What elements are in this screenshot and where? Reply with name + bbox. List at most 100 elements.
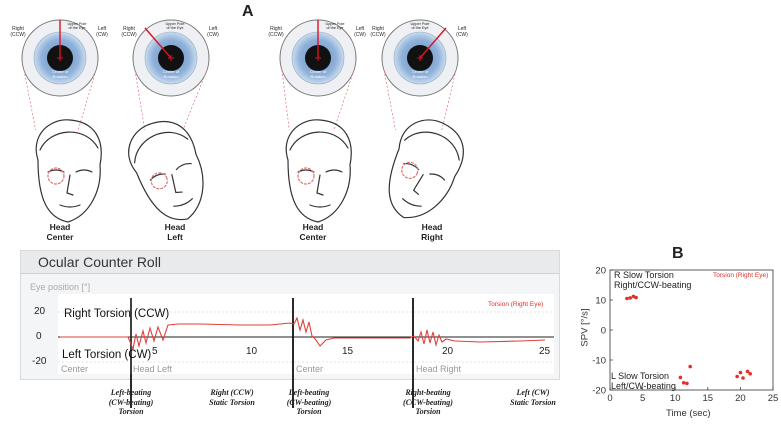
head-caption-4-line1: Head (421, 222, 443, 232)
ocr-ytick-20: 20 (34, 306, 46, 317)
head-caption-2-line2: Left (167, 232, 183, 242)
head-sketch-2 (128, 120, 204, 221)
ocr-xtick-10: 10 (246, 346, 258, 357)
spv-data-point (745, 369, 750, 374)
segment-head-left: Head Left (133, 364, 173, 374)
eye1-top-label: Upper Pole of the Eye (67, 22, 87, 31)
caption-2-line1: Right (CCW) (210, 388, 254, 397)
eye-diagrams (21, 19, 459, 130)
eye-diagram-2 (132, 19, 210, 97)
segment-head-right: Head Right (416, 364, 462, 374)
caption-4-line3: Torsion (415, 407, 441, 416)
eye3-right-label: Left (CW) (354, 26, 366, 38)
eye3-center-label: Center of Rotation (309, 69, 327, 79)
caption-2-line2: Static Torsion (209, 397, 255, 407)
spv-xtick-label: 25 (768, 393, 779, 404)
head-caption-3-line1: Head (302, 222, 324, 232)
head-caption-1-line1: Head (49, 222, 71, 232)
spv-xtick-label: 10 (670, 393, 681, 404)
eye-diagram-1 (21, 19, 99, 97)
spv-data-point (685, 381, 689, 386)
caption-left-beating-1: Left-beating (CW-beating) Torsion (86, 388, 176, 417)
segment-center-2: Center (296, 364, 324, 374)
ocr-ytick-0: 0 (36, 331, 42, 342)
spv-xlabel: Time (sec) (666, 408, 711, 419)
eye-diagram-3 (279, 19, 357, 97)
head-caption-1: Head Center (30, 222, 90, 242)
eye4-left-label: Right (CCW) (370, 26, 386, 38)
caption-3-line2: (CW-beating) (286, 397, 332, 407)
eye2-right-label: Left (CW) (207, 26, 219, 38)
caption-3-line1: Left-beating (288, 388, 330, 397)
spv-data-point (688, 364, 692, 369)
head-sketch-1 (35, 119, 102, 223)
head-sketches (35, 119, 464, 223)
spv-r-label-line1: R Slow Torsion (614, 270, 674, 280)
ocr-xtick-25: 25 (539, 346, 551, 357)
eye4-top-label: Upper Pole of the Eye (410, 22, 430, 31)
spv-r-slow-label: R Slow Torsion Right/CCW-beating (614, 270, 691, 290)
spv-data-point (741, 376, 745, 380)
ocr-title: Ocular Counter Roll (38, 254, 161, 270)
spv-data-point (681, 381, 686, 385)
spv-legend: Torsion (Right Eye) (713, 272, 769, 279)
head-caption-4: Head Right (402, 222, 462, 242)
panel-b-letter: B (672, 245, 684, 262)
head-sketch-4 (388, 119, 464, 219)
caption-4-line2: (CCW-beating) (403, 397, 453, 407)
caption-left-beating-2: Left-beating (CW-beating) Torsion (264, 388, 354, 417)
right-torsion-label: Right Torsion (CCW) (64, 308, 170, 320)
head-caption-2: Head Left (145, 222, 205, 242)
eye2-top-label: Upper Pole of the Eye (165, 22, 185, 31)
eye1-left-label: Right (CCW) (10, 26, 26, 38)
spv-xtick-label: 15 (703, 393, 714, 404)
caption-1-line2: (CW-beating) (108, 397, 154, 407)
head-sketch-3 (285, 119, 352, 223)
spv-data-point (738, 370, 743, 375)
caption-right-static: Right (CCW) Static Torsion (187, 388, 277, 407)
ocr-plot-area (58, 294, 554, 374)
eye2-center-label: Center of Rotation (162, 69, 180, 79)
spv-ylabel: SPV [°/s] (579, 308, 591, 347)
panel-a-letter: A (242, 3, 254, 20)
spv-r-label-line2: Right/CCW-beating (614, 280, 692, 290)
eye1-center-label: Center of Rotation (51, 69, 69, 79)
spv-ytick-label: -10 (592, 356, 606, 367)
spv-xtick-label: 20 (735, 393, 746, 404)
eye3-top-label: Upper Pole of the Eye (325, 22, 345, 31)
eye4-center-label: Center of Rotation (411, 69, 429, 79)
head-caption-3: Head Center (283, 222, 343, 242)
caption-3-line3: Torsion (296, 407, 322, 416)
spv-l-label-line2: Left/CW-beating (611, 381, 676, 391)
spv-xtick-label: 5 (640, 393, 645, 404)
caption-5-line1: Left (CW) (516, 388, 550, 397)
head-caption-4-line2: Right (421, 232, 443, 242)
spv-data-point (634, 295, 638, 300)
spv-plot-frame (609, 269, 774, 391)
spv-ytick-label: 0 (601, 326, 606, 337)
spv-data-point (748, 372, 752, 376)
spv-ytick-label: -20 (592, 386, 606, 397)
head-caption-2-line1: Head (164, 222, 186, 232)
head-caption-1-line2: Center (46, 232, 74, 242)
head-caption-3-line2: Center (299, 232, 327, 242)
caption-1-line1: Left-beating (110, 388, 152, 397)
eye2-left-label: Right (CCW) (121, 26, 137, 38)
eye3-left-label: Right (CCW) (268, 26, 284, 38)
spv-data-point (628, 296, 633, 300)
ocr-ylabel: Eye position [°] (30, 282, 91, 292)
ocr-header (21, 251, 559, 274)
ocr-xtick-20: 20 (442, 346, 454, 357)
spv-data-point (625, 296, 629, 301)
spv-ytick-label: 20 (595, 266, 606, 277)
ocr-legend: Torsion (Right Eye) (488, 301, 544, 308)
spv-l-slow-label: L Slow Torsion Left/CW-beating (611, 371, 676, 391)
ocr-ytick-minus20: -20 (32, 356, 47, 367)
spv-data-point (678, 375, 683, 380)
spv-ytick-label: 10 (595, 296, 606, 307)
caption-left-static: Left (CW) Static Torsion (488, 388, 578, 407)
ocr-xtick-5: 5 (152, 346, 158, 357)
left-torsion-label: Left Torsion (CW) (62, 349, 152, 361)
